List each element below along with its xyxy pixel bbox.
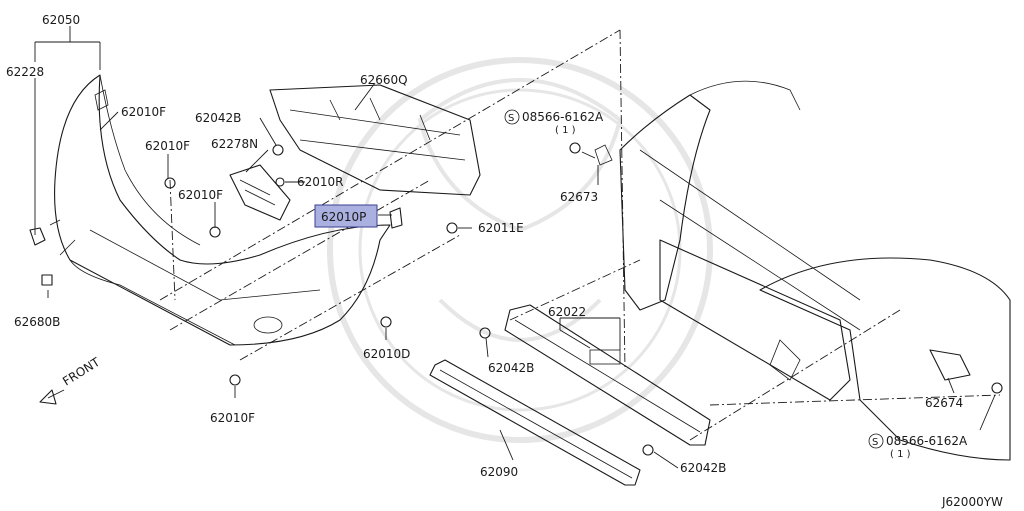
label-62042B-c[interactable]: 62042B bbox=[680, 461, 726, 475]
label-bolt-lower[interactable]: 08566-6162A bbox=[886, 434, 968, 448]
s-marker-upper: S bbox=[504, 109, 520, 125]
svg-text:S: S bbox=[508, 113, 514, 124]
s-marker-lower: S bbox=[868, 433, 884, 449]
front-direction-arrow bbox=[39, 389, 65, 405]
clip-62011E-icon bbox=[446, 222, 458, 234]
label-62010F-b[interactable]: 62010F bbox=[145, 139, 190, 153]
vehicle-front-structure bbox=[594, 80, 1011, 461]
label-62042B-a[interactable]: 62042B bbox=[195, 111, 241, 125]
label-62010R[interactable]: 62010R bbox=[297, 175, 344, 189]
guide-lines bbox=[159, 29, 1001, 441]
label-62674[interactable]: 62674 bbox=[925, 396, 963, 410]
label-62673[interactable]: 62673 bbox=[560, 190, 598, 204]
label-62050[interactable]: 62050 bbox=[42, 13, 80, 27]
clip-62010P-icon bbox=[389, 207, 403, 229]
label-62010F-d[interactable]: 62010F bbox=[210, 411, 255, 425]
clip-62010D-icon bbox=[380, 316, 392, 328]
diagram-code: J62000YW bbox=[941, 495, 1003, 509]
label-62680B[interactable]: 62680B bbox=[14, 315, 60, 329]
label-62228[interactable]: 62228 bbox=[6, 65, 44, 79]
leader-lines bbox=[34, 26, 996, 469]
upper-reinforcement[interactable] bbox=[269, 84, 481, 196]
bolt-icon bbox=[991, 382, 1003, 394]
front-bumper-fascia[interactable] bbox=[49, 74, 391, 346]
nut-62042B-icon bbox=[479, 327, 491, 339]
label-62010F-c[interactable]: 62010F bbox=[178, 188, 223, 202]
label-62090[interactable]: 62090 bbox=[480, 465, 518, 479]
svg-text:S: S bbox=[872, 437, 878, 448]
highlight-62010P-box bbox=[314, 204, 378, 228]
energy-absorber[interactable] bbox=[429, 359, 641, 486]
bolt-icon bbox=[569, 142, 581, 154]
nut-62042B-icon bbox=[272, 144, 284, 156]
label-bolt-upper-qty: ( 1 ) bbox=[555, 125, 576, 136]
label-front: FRONT bbox=[60, 355, 103, 389]
label-62010P[interactable]: 62010P bbox=[321, 210, 366, 224]
clip-62010R-icon bbox=[275, 177, 285, 187]
label-62010D[interactable]: 62010D bbox=[363, 347, 410, 361]
label-62278N[interactable]: 62278N bbox=[211, 137, 258, 151]
center-bracket[interactable] bbox=[229, 164, 291, 221]
nut-62042B-icon bbox=[642, 444, 654, 456]
label-bolt-upper[interactable]: 08566-6162A bbox=[522, 110, 604, 124]
label-62011E[interactable]: 62011E bbox=[478, 221, 524, 235]
label-bolt-lower-qty: ( 1 ) bbox=[890, 449, 911, 460]
label-62010F-a[interactable]: 62010F bbox=[121, 105, 166, 119]
clip-62010F-icon bbox=[209, 226, 221, 238]
clip-62010F-icon bbox=[229, 374, 241, 386]
bumper-reinforcement-beam[interactable] bbox=[504, 304, 711, 446]
label-62042B-b[interactable]: 62042B bbox=[488, 361, 534, 375]
side-retainer[interactable] bbox=[29, 227, 46, 246]
clip-62010F-icon bbox=[164, 177, 176, 189]
label-62660Q[interactable]: 62660Q bbox=[360, 73, 408, 87]
label-62022[interactable]: 62022 bbox=[548, 305, 586, 319]
seal-62680B-icon bbox=[41, 274, 53, 286]
fasteners bbox=[41, 142, 1003, 456]
